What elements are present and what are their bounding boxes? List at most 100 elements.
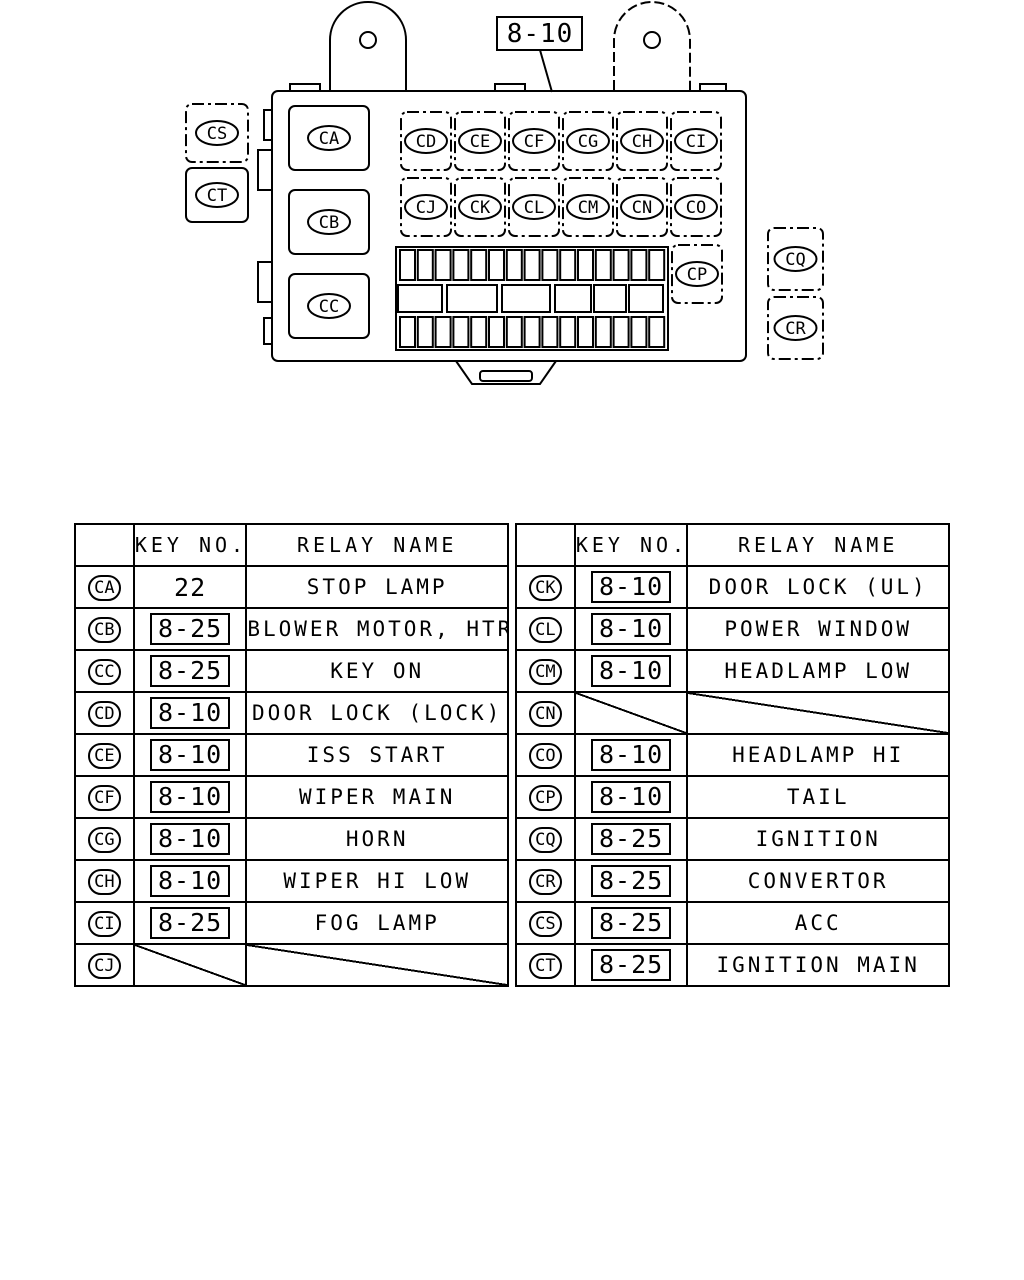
relay-code-badge	[674, 194, 718, 220]
relay-socket	[671, 244, 723, 304]
relay-socket	[288, 273, 370, 339]
mini-fuse	[577, 316, 594, 348]
relay-name-value: TAIL	[786, 785, 850, 809]
mini-fuse	[648, 249, 666, 281]
relay-socket	[767, 296, 824, 360]
relay-code-cell: CC	[74, 649, 135, 693]
table-header-row: KEY NO. RELAY NAME	[74, 523, 509, 567]
relay-name-value: ACC	[794, 911, 842, 935]
key-no-cell: 8-10	[132, 733, 248, 777]
relay-name-cell: HEADLAMP HI	[686, 733, 950, 777]
relay-code-cell: CS	[515, 901, 576, 945]
relay-name-value: IGNITION	[755, 827, 881, 851]
relay-ce: CE	[454, 111, 506, 171]
relay-code-badge	[458, 194, 502, 220]
key-no-value: 8-10	[149, 781, 231, 813]
key-no-value: 22	[174, 572, 207, 602]
relay-name-value: KEY ON	[330, 659, 425, 683]
mounting-bracket-right	[613, 1, 691, 90]
relay-code-cell: CJ	[74, 943, 135, 987]
relay-ci: CI	[670, 111, 722, 171]
relay-code-badge	[675, 261, 719, 287]
relay-cf: CF	[508, 111, 560, 171]
relay-cm: CM	[562, 177, 614, 237]
key-no-cell: 8-10	[132, 859, 248, 903]
relay-code-cell: CM	[515, 649, 576, 693]
relay-name-cell: ACC	[686, 901, 950, 945]
relay-code-tag: CO	[529, 742, 562, 769]
relay-cr: CR	[767, 296, 824, 360]
relay-code-tag: CQ	[529, 826, 562, 853]
relay-name-cell: IGNITION	[686, 817, 950, 861]
relay-code-label: CK	[470, 198, 491, 218]
relay-code-badge	[404, 128, 448, 154]
mini-fuse	[648, 316, 666, 348]
table-row: CN	[515, 691, 950, 735]
header-code	[74, 523, 135, 567]
relay-code-tag: CS	[529, 910, 562, 937]
relay-code-badge	[404, 194, 448, 220]
key-no-value: 8-10	[149, 739, 231, 771]
mount-hole-left	[359, 31, 377, 49]
mini-fuse	[559, 316, 577, 348]
relay-code-cell: CK	[515, 565, 576, 609]
relay-socket	[616, 111, 668, 171]
relay-code-label: CB	[319, 213, 339, 233]
relay-socket	[454, 177, 506, 237]
maxi-fuse	[554, 284, 592, 313]
relay-box-housing	[271, 90, 747, 362]
relay-code-tag: CK	[529, 574, 562, 601]
mini-fuse	[434, 249, 452, 281]
key-no-value: 8-25	[149, 907, 231, 939]
relay-socket	[562, 177, 614, 237]
relay-name-cell: TAIL	[686, 775, 950, 819]
key-no-cell: 8-10	[573, 649, 689, 693]
relay-code-tag: CF	[88, 784, 121, 811]
key-no-value: 8-10	[149, 697, 231, 729]
relay-name-value: WIPER HI LOW	[283, 869, 472, 893]
relay-code-cell: CP	[515, 775, 576, 819]
relay-code-label: CG	[578, 132, 598, 152]
relay-code-cell: CD	[74, 691, 135, 735]
maxi-fuse	[628, 284, 664, 313]
key-no-value: 8-25	[590, 865, 672, 897]
maxi-fuse	[397, 284, 443, 313]
relay-cc: CC	[288, 273, 370, 339]
relay-socket	[288, 189, 370, 255]
relay-code-tag: CM	[529, 658, 562, 685]
key-no-cell: 8-10	[132, 691, 248, 735]
relay-code-label: CO	[686, 198, 706, 218]
relay-name-cell: BLOWER MOTOR, HTR	[245, 607, 509, 651]
mini-fuse	[541, 316, 559, 348]
relay-code-tag: CD	[88, 700, 121, 727]
header-relay-name: RELAY NAME	[245, 523, 509, 567]
relay-code-cell: CB	[74, 607, 135, 651]
key-no-cell: 8-25	[132, 649, 248, 693]
mini-fuse	[577, 249, 594, 281]
key-no-cell: 8-10	[573, 565, 689, 609]
fuse-block-frame	[395, 246, 669, 351]
relay-code-badge	[512, 128, 556, 154]
relay-name-value: ISS START	[306, 743, 448, 767]
relay-code-badge	[195, 182, 239, 208]
table-row: CJ	[74, 943, 509, 987]
relay-code-badge	[458, 128, 502, 154]
relay-code-badge	[307, 125, 351, 151]
relay-code-badge	[773, 246, 818, 272]
key-no-cell: 8-10	[573, 733, 689, 777]
relay-name-cell: WIPER HI LOW	[245, 859, 509, 903]
relay-name-value: HORN	[345, 827, 409, 851]
key-no-value: 8-10	[590, 655, 672, 687]
relay-code-badge	[566, 194, 610, 220]
relay-code-tag: CL	[529, 616, 562, 643]
relay-cq: CQ	[767, 227, 824, 291]
relay-name-value: HEADLAMP LOW	[724, 659, 913, 683]
relay-code-cell: CN	[515, 691, 576, 735]
relay-code-badge	[307, 209, 351, 235]
relay-ch: CH	[616, 111, 668, 171]
mini-fuse	[523, 316, 541, 348]
